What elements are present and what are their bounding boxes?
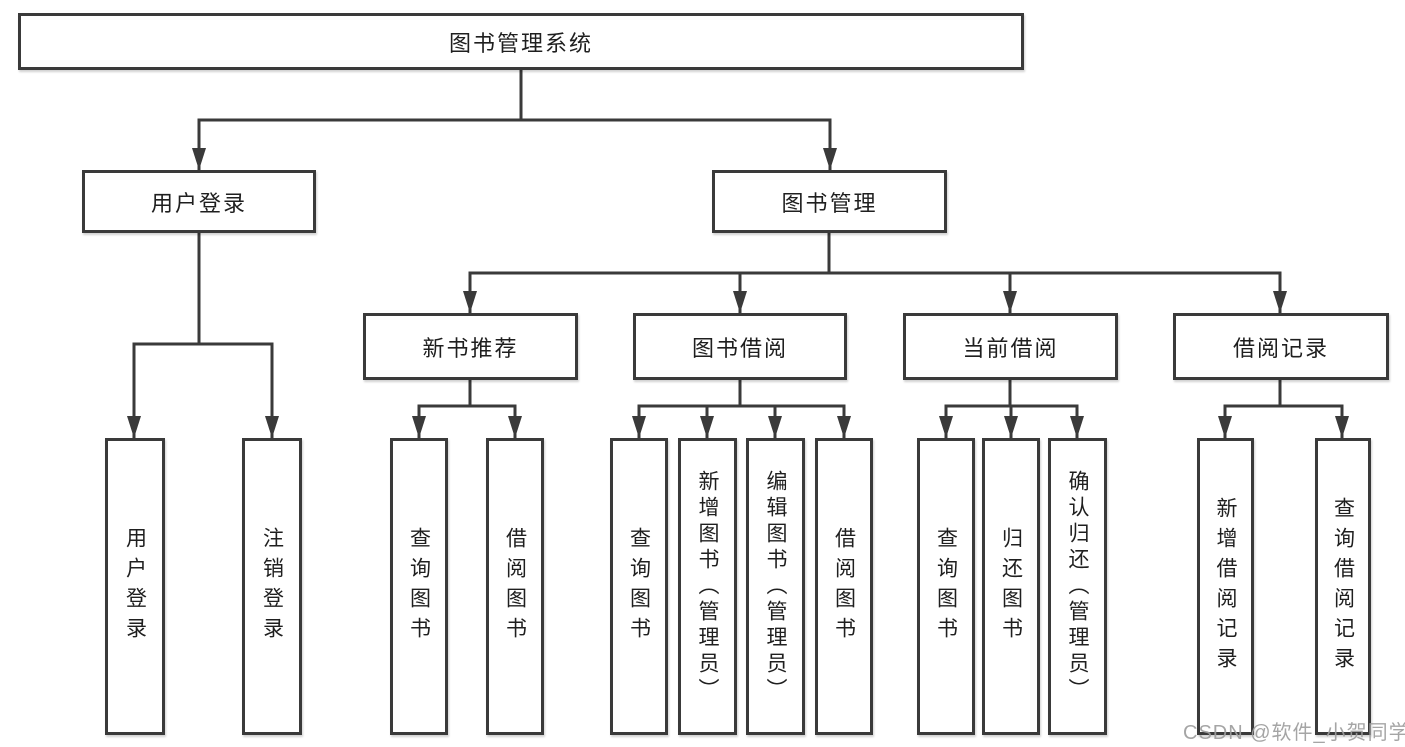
leaf-edit-books-admin-label: 编辑图书（管理员） xyxy=(764,469,787,704)
leaf-query-books-recommend: 查询图书 xyxy=(390,438,448,735)
leaf-query-books-current: 查询图书 xyxy=(917,438,975,735)
leaf-borrow-books-recommend: 借阅图书 xyxy=(486,438,544,735)
leaf-query-books-borrowing: 查询图书 xyxy=(610,438,668,735)
leaf-confirm-return-admin-label: 确认归还（管理员） xyxy=(1066,469,1089,704)
leaf-return-books-label: 归还图书 xyxy=(999,526,1023,647)
node-book-borrowing: 图书借阅 xyxy=(633,313,847,380)
node-borrow-records-label: 借阅记录 xyxy=(1232,335,1329,361)
leaf-logout-label: 注销登录 xyxy=(260,526,284,647)
node-current-borrowing-label: 当前借阅 xyxy=(962,335,1059,361)
node-library-management-system-label: 图书管理系统 xyxy=(448,30,593,56)
node-current-borrowing: 当前借阅 xyxy=(903,313,1118,380)
node-book-management-label: 图书管理 xyxy=(781,190,878,216)
node-book-borrowing-label: 图书借阅 xyxy=(691,335,788,361)
leaf-add-borrow-record-label: 新增借阅记录 xyxy=(1214,496,1237,677)
node-user-login-label: 用户登录 xyxy=(150,190,247,216)
leaf-user-login-label: 用户登录 xyxy=(123,526,147,647)
leaf-logout: 注销登录 xyxy=(242,438,302,735)
leaf-borrow-books-borrowing-label: 借阅图书 xyxy=(832,526,856,647)
node-user-login: 用户登录 xyxy=(82,170,316,233)
node-new-book-recommend: 新书推荐 xyxy=(363,313,578,380)
leaf-add-books-admin: 新增图书（管理员） xyxy=(678,438,737,735)
leaf-query-books-borrowing-label: 查询图书 xyxy=(627,526,651,647)
leaf-borrow-books-borrowing: 借阅图书 xyxy=(815,438,873,735)
leaf-add-borrow-record: 新增借阅记录 xyxy=(1197,438,1254,735)
leaf-return-books: 归还图书 xyxy=(982,438,1040,735)
node-borrow-records: 借阅记录 xyxy=(1173,313,1389,380)
leaf-user-login: 用户登录 xyxy=(105,438,165,735)
node-book-management: 图书管理 xyxy=(712,170,947,233)
leaf-query-borrow-record-label: 查询借阅记录 xyxy=(1331,496,1355,677)
leaf-query-books-recommend-label: 查询图书 xyxy=(407,526,431,647)
leaf-query-borrow-record: 查询借阅记录 xyxy=(1315,438,1371,735)
leaf-confirm-return-admin: 确认归还（管理员） xyxy=(1048,438,1107,735)
csdn-watermark: CSDN @软件_小贺同学 xyxy=(1183,722,1405,744)
leaf-edit-books-admin: 编辑图书（管理员） xyxy=(746,438,805,735)
node-library-management-system: 图书管理系统 xyxy=(18,13,1024,70)
node-new-book-recommend-label: 新书推荐 xyxy=(422,335,519,361)
leaf-query-books-current-label: 查询图书 xyxy=(934,526,958,647)
leaf-add-books-admin-label: 新增图书（管理员） xyxy=(696,469,719,704)
leaf-borrow-books-recommend-label: 借阅图书 xyxy=(503,526,527,647)
